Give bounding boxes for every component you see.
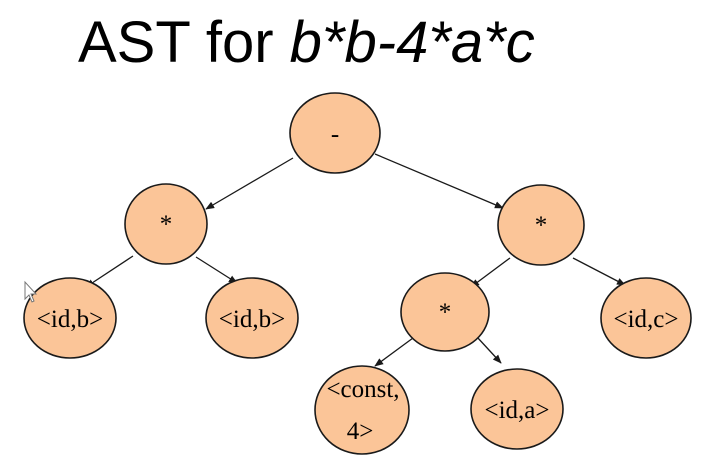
node-const-4-label-line1: <const,: [326, 376, 399, 403]
title-prefix: AST for: [78, 10, 290, 75]
edge-root-mul-left: [205, 157, 294, 210]
edge-mul-right-mul-inner: [470, 257, 511, 288]
node-const-4: <const, 4>: [314, 365, 410, 455]
edge-mul-inner-const-4: [374, 337, 414, 367]
mouse-cursor-icon: [24, 280, 38, 303]
node-mul-inner: *: [400, 272, 490, 352]
node-mul-left: *: [124, 183, 208, 265]
edge-mul-right-id-c: [572, 257, 626, 286]
node-id-b-2-label: <id,b>: [219, 306, 285, 333]
node-id-c-label: <id,c>: [614, 306, 679, 333]
node-const-4-label-line2: 4>: [347, 418, 374, 445]
node-mul-inner-label: *: [439, 299, 452, 326]
edge-mul-left-id-b-1: [85, 255, 134, 288]
node-id-a: <id,a>: [470, 368, 564, 450]
edge-mul-left-id-b-2: [195, 256, 238, 284]
slide-title: AST for b*b-4*a*c: [78, 14, 535, 72]
node-root: -: [289, 92, 381, 174]
node-id-b-1: <id,b>: [23, 277, 117, 359]
node-id-a-label: <id,a>: [485, 397, 550, 424]
edge-root-mul-right: [374, 153, 504, 209]
node-id-b-1-label: <id,b>: [37, 306, 103, 333]
node-mul-left-label: *: [160, 211, 173, 238]
node-mul-right: *: [497, 184, 585, 266]
node-id-b-2: <id,b>: [205, 277, 299, 359]
node-id-c: <id,c>: [600, 277, 692, 359]
node-mul-right-label: *: [535, 212, 548, 239]
title-expression: b*b-4*a*c: [289, 10, 535, 75]
node-root-label: -: [331, 121, 339, 148]
edge-mul-inner-id-a: [476, 336, 502, 364]
